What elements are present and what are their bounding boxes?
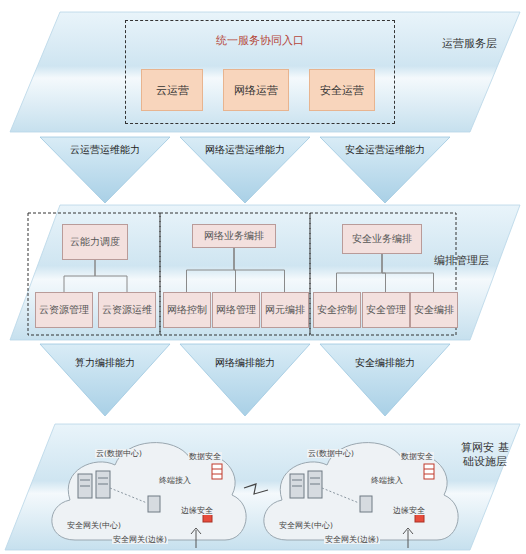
label-holder: 安全网关(中心) <box>278 513 334 532</box>
layer-label-holder: 算网安 基础设施层 <box>458 440 512 468</box>
layer-label: 运营服务层 <box>438 36 500 50</box>
layer-label-holder: 运营服务层 <box>438 36 500 50</box>
function-label: 网元编排 <box>265 304 305 317</box>
capability-arrow: 云运营运维能力 <box>40 137 170 203</box>
function-box: 云能力调度 <box>62 224 128 260</box>
function-label: 云资源管理 <box>39 304 89 317</box>
label-holder: 边缘安全 <box>180 498 214 517</box>
illustration-label: 安全网关(边缘) <box>112 535 168 544</box>
service-box: 网络运营 <box>223 69 289 111</box>
function-box: 安全编排 <box>410 292 458 328</box>
label-holder: 数据安全 <box>400 444 434 463</box>
service-box: 安全运营 <box>309 69 375 111</box>
illustration-label: 终端接入 <box>158 476 192 485</box>
label-holder: 边缘安全 <box>392 498 426 517</box>
group-box: 云运营 网络运营 安全运营 统一服务协同入口 <box>125 20 395 124</box>
function-box: 安全管理 <box>362 292 410 328</box>
function-label: 云能力调度 <box>70 236 120 249</box>
function-box: 云资源运维 <box>98 292 156 328</box>
capability-label: 网络编排能力 <box>215 356 275 370</box>
group-title: 统一服务协同入口 <box>126 33 394 48</box>
arrow-shape <box>180 344 310 416</box>
function-box: 网元编排 <box>261 292 309 328</box>
illustration-label: 边缘安全 <box>180 506 214 515</box>
illustration-label: 边缘安全 <box>392 506 426 515</box>
function-label: 安全控制 <box>317 304 357 317</box>
function-box: 云资源管理 <box>35 292 93 328</box>
label-holder: 终端接入 <box>370 468 404 487</box>
capability-arrow: 网络编排能力 <box>180 344 310 416</box>
label-holder: 数据安全 <box>188 444 222 463</box>
illustration-label: 安全网关(边缘) <box>324 535 380 544</box>
service-box: 云运营 <box>141 69 203 111</box>
function-label: 安全编排 <box>414 304 454 317</box>
function-box: 网络控制 <box>163 292 211 328</box>
layer-band: 算网安 基础设施层 <box>5 424 520 550</box>
layer-label: 算网安 基础设施层 <box>458 440 512 468</box>
capability-arrow: 算力编排能力 <box>40 344 170 416</box>
label-holder: 终端接入 <box>158 468 192 487</box>
function-box: 网络管理 <box>212 292 260 328</box>
illustration-label: 云(数据中心) <box>95 449 143 458</box>
service-label: 云运营 <box>156 83 189 98</box>
capability-label: 安全编排能力 <box>355 356 415 370</box>
function-box: 安全业务编排 <box>342 224 422 254</box>
function-label: 网络业务编排 <box>204 230 264 243</box>
label-holder: 云(数据中心) <box>307 441 355 460</box>
layer-band: 云能力调度云资源管理云资源运维 网络业务编排网络控制网络管理网元编排 安全业务编排安… <box>10 205 520 340</box>
label-holder: 云(数据中心) <box>95 441 143 460</box>
illustration-label: 安全网关(中心) <box>66 521 122 530</box>
band-shape <box>5 424 520 550</box>
illustration-label: 安全网关(中心) <box>278 521 334 530</box>
capability-arrow: 安全运营运维能力 <box>320 137 450 203</box>
capability-label: 云运营运维能力 <box>70 143 140 157</box>
function-box: 网络业务编排 <box>192 224 276 248</box>
function-label: 网络管理 <box>216 304 256 317</box>
capability-label: 算力编排能力 <box>75 356 135 370</box>
capability-arrow: 网络运营运维能力 <box>180 137 310 203</box>
illustration-label: 数据安全 <box>188 452 222 461</box>
function-label: 网络控制 <box>167 304 207 317</box>
function-label: 安全管理 <box>366 304 406 317</box>
function-box: 安全控制 <box>313 292 361 328</box>
function-label: 云资源运维 <box>102 304 152 317</box>
capability-label: 安全运营运维能力 <box>345 143 425 157</box>
layer-label: 编排管理层 <box>430 253 492 267</box>
arrow-shape <box>320 344 450 416</box>
arrow-shape <box>40 344 170 416</box>
service-label: 网络运营 <box>234 83 278 98</box>
capability-arrow: 安全编排能力 <box>320 344 450 416</box>
function-label: 安全业务编排 <box>352 233 412 246</box>
label-holder: 安全网关(中心) <box>66 513 122 532</box>
service-label: 安全运营 <box>320 83 364 98</box>
capability-label: 网络运营运维能力 <box>205 143 285 157</box>
illustration-label: 终端接入 <box>370 476 404 485</box>
illustration-label: 数据安全 <box>400 452 434 461</box>
layer-band: 云运营 网络运营 安全运营 统一服务协同入口 运营服务层 <box>10 12 520 132</box>
illustration-label: 云(数据中心) <box>307 449 355 458</box>
layer-label-holder: 编排管理层 <box>430 253 492 267</box>
